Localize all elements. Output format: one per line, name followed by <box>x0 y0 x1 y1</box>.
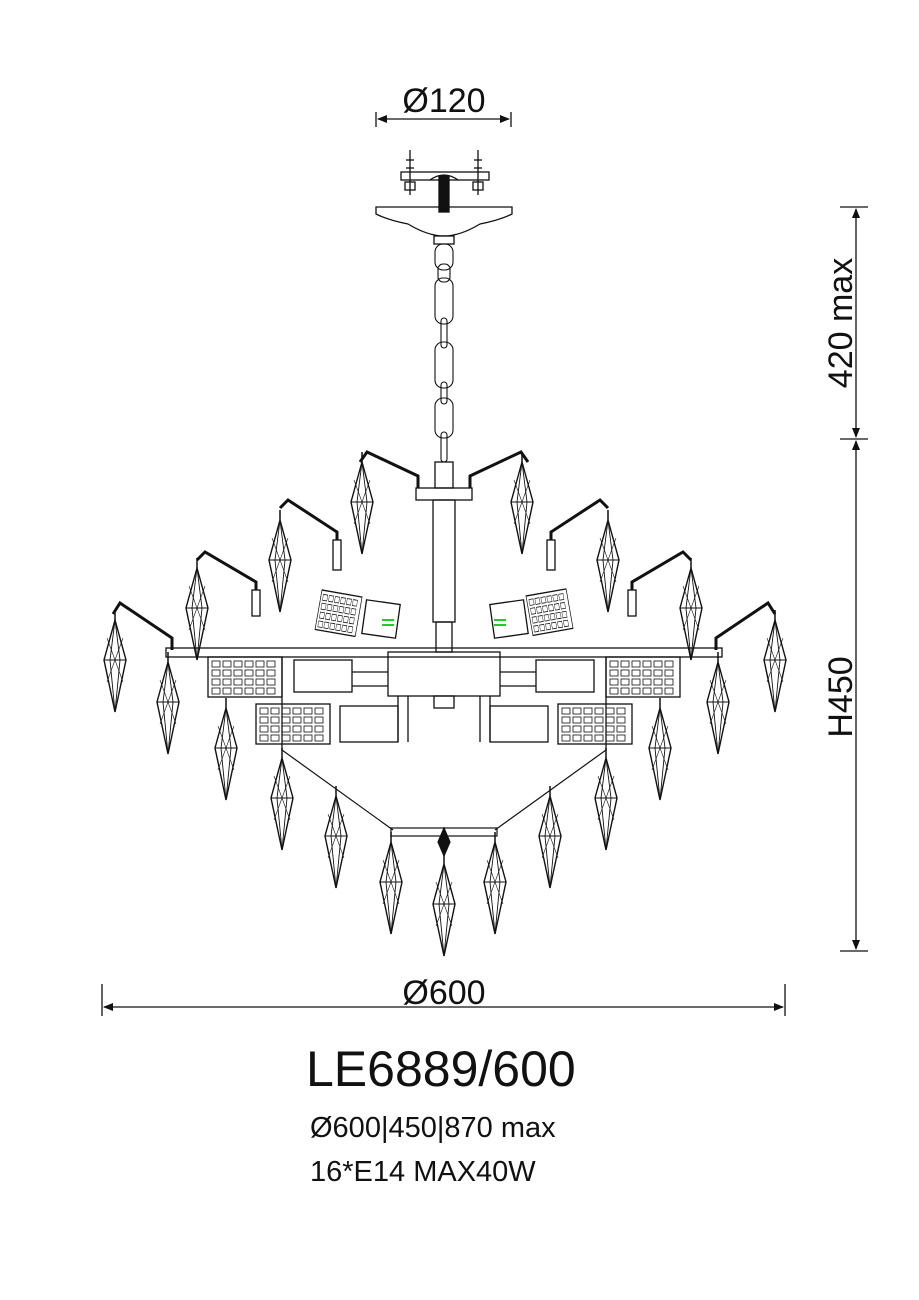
canopy-diameter-label: Ø120 <box>402 82 485 120</box>
model-number: LE6889/600 <box>306 1041 576 1097</box>
socket-accent <box>382 619 506 626</box>
suspension-chain <box>434 243 454 463</box>
ceiling-canopy <box>375 150 513 245</box>
chandelier-arms <box>111 450 777 650</box>
height-dimensions <box>840 206 868 952</box>
crystal-pendants <box>103 451 787 957</box>
canopy-dimension: Ø120 <box>375 82 512 127</box>
lamp-housings <box>207 588 681 745</box>
chain-length-label: 420 max <box>822 258 860 388</box>
size-specification: Ø600|450|870 max <box>310 1112 556 1144</box>
body-height-label: H450 <box>822 656 860 737</box>
width-dimension <box>101 984 786 1016</box>
lower-cables <box>281 749 607 858</box>
frame-ring <box>165 647 723 750</box>
body-diameter-label: Ø600 <box>402 974 485 1012</box>
bulb-specification: 16*E14 MAX40W <box>310 1156 536 1188</box>
arm-cups <box>251 539 637 617</box>
central-column <box>387 461 501 709</box>
